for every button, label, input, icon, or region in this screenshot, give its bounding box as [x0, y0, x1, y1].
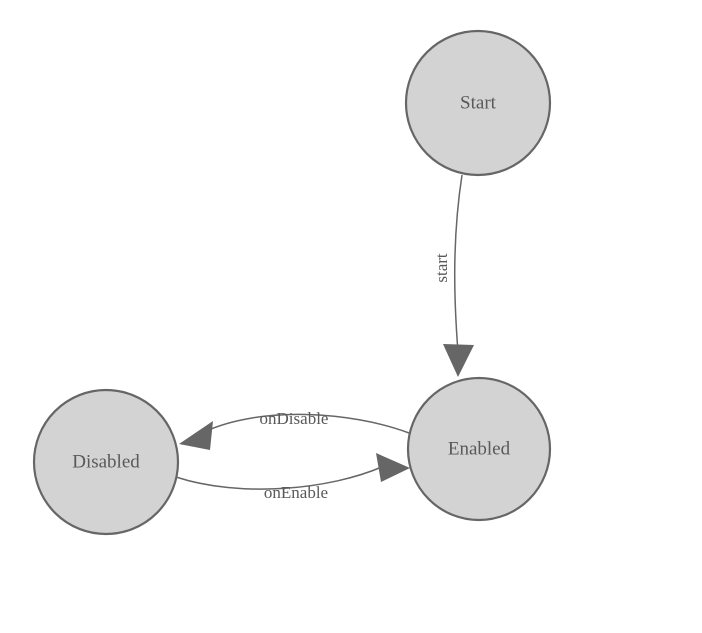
edge-enabled-to-disabled[interactable]: onDisable — [179, 409, 410, 450]
edge-start-to-enabled-path — [453, 174, 463, 353]
node-start[interactable]: Start — [404, 29, 552, 177]
edge-start-to-enabled[interactable]: start — [432, 174, 474, 377]
edge-disabled-to-enabled-path — [175, 465, 385, 490]
edge-label-start: start — [432, 253, 451, 283]
edge-disabled-to-enabled-arrowhead — [376, 453, 410, 482]
edge-start-to-enabled-arrowhead — [443, 344, 474, 377]
node-start-circle — [404, 29, 552, 177]
edge-disabled-to-enabled[interactable]: onEnable — [175, 453, 410, 502]
node-disabled-circle — [32, 388, 180, 536]
edge-enabled-to-disabled-path — [203, 413, 410, 434]
node-enabled-circle — [406, 376, 552, 522]
node-enabled[interactable]: Enabled — [406, 376, 552, 522]
edge-enabled-to-disabled-arrowhead — [179, 421, 213, 450]
edge-label-ondisable: onDisable — [260, 409, 329, 428]
edge-label-onenable: onEnable — [264, 483, 328, 502]
node-disabled[interactable]: Disabled — [32, 388, 180, 536]
